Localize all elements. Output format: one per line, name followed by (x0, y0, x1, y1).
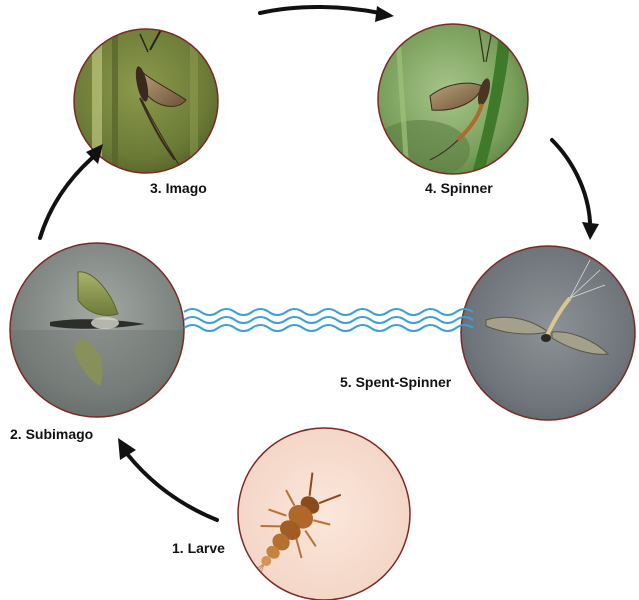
cycle-arrows (38, 5, 592, 522)
wave-line-top (183, 308, 474, 316)
arrow-subimago-to-imago (38, 156, 94, 240)
stage-label-subimago: 2. Subimago (10, 426, 94, 442)
stage-label-spent-spinner: 5. Spent-Spinner (340, 374, 452, 390)
water-waves (183, 308, 474, 332)
arrowhead-imago-to-spinner (375, 6, 394, 22)
stage-label-spinner: 4. Spinner (425, 180, 493, 196)
spinner-photo (377, 23, 529, 175)
stage-label-imago: 3. Imago (150, 180, 207, 196)
imago-photo (73, 28, 219, 174)
arrowhead-spinner-to-spent (582, 222, 599, 240)
arrow-larve-to-subimago (126, 453, 219, 522)
arrowhead-larve-to-subimago (118, 438, 136, 460)
arrow-heads (86, 6, 599, 460)
arrowhead-subimago-to-imago (86, 144, 103, 164)
wave-line-middle (183, 316, 474, 324)
spent-spinner-photo (460, 245, 636, 421)
arrow-spinner-to-spent (550, 138, 592, 224)
subimago-photo (9, 242, 185, 418)
arrow-imago-to-spinner (258, 5, 382, 15)
wave-line-bottom (183, 324, 474, 332)
larve-photo (237, 427, 411, 600)
stage-label-larve: 1. Larve (172, 540, 225, 556)
